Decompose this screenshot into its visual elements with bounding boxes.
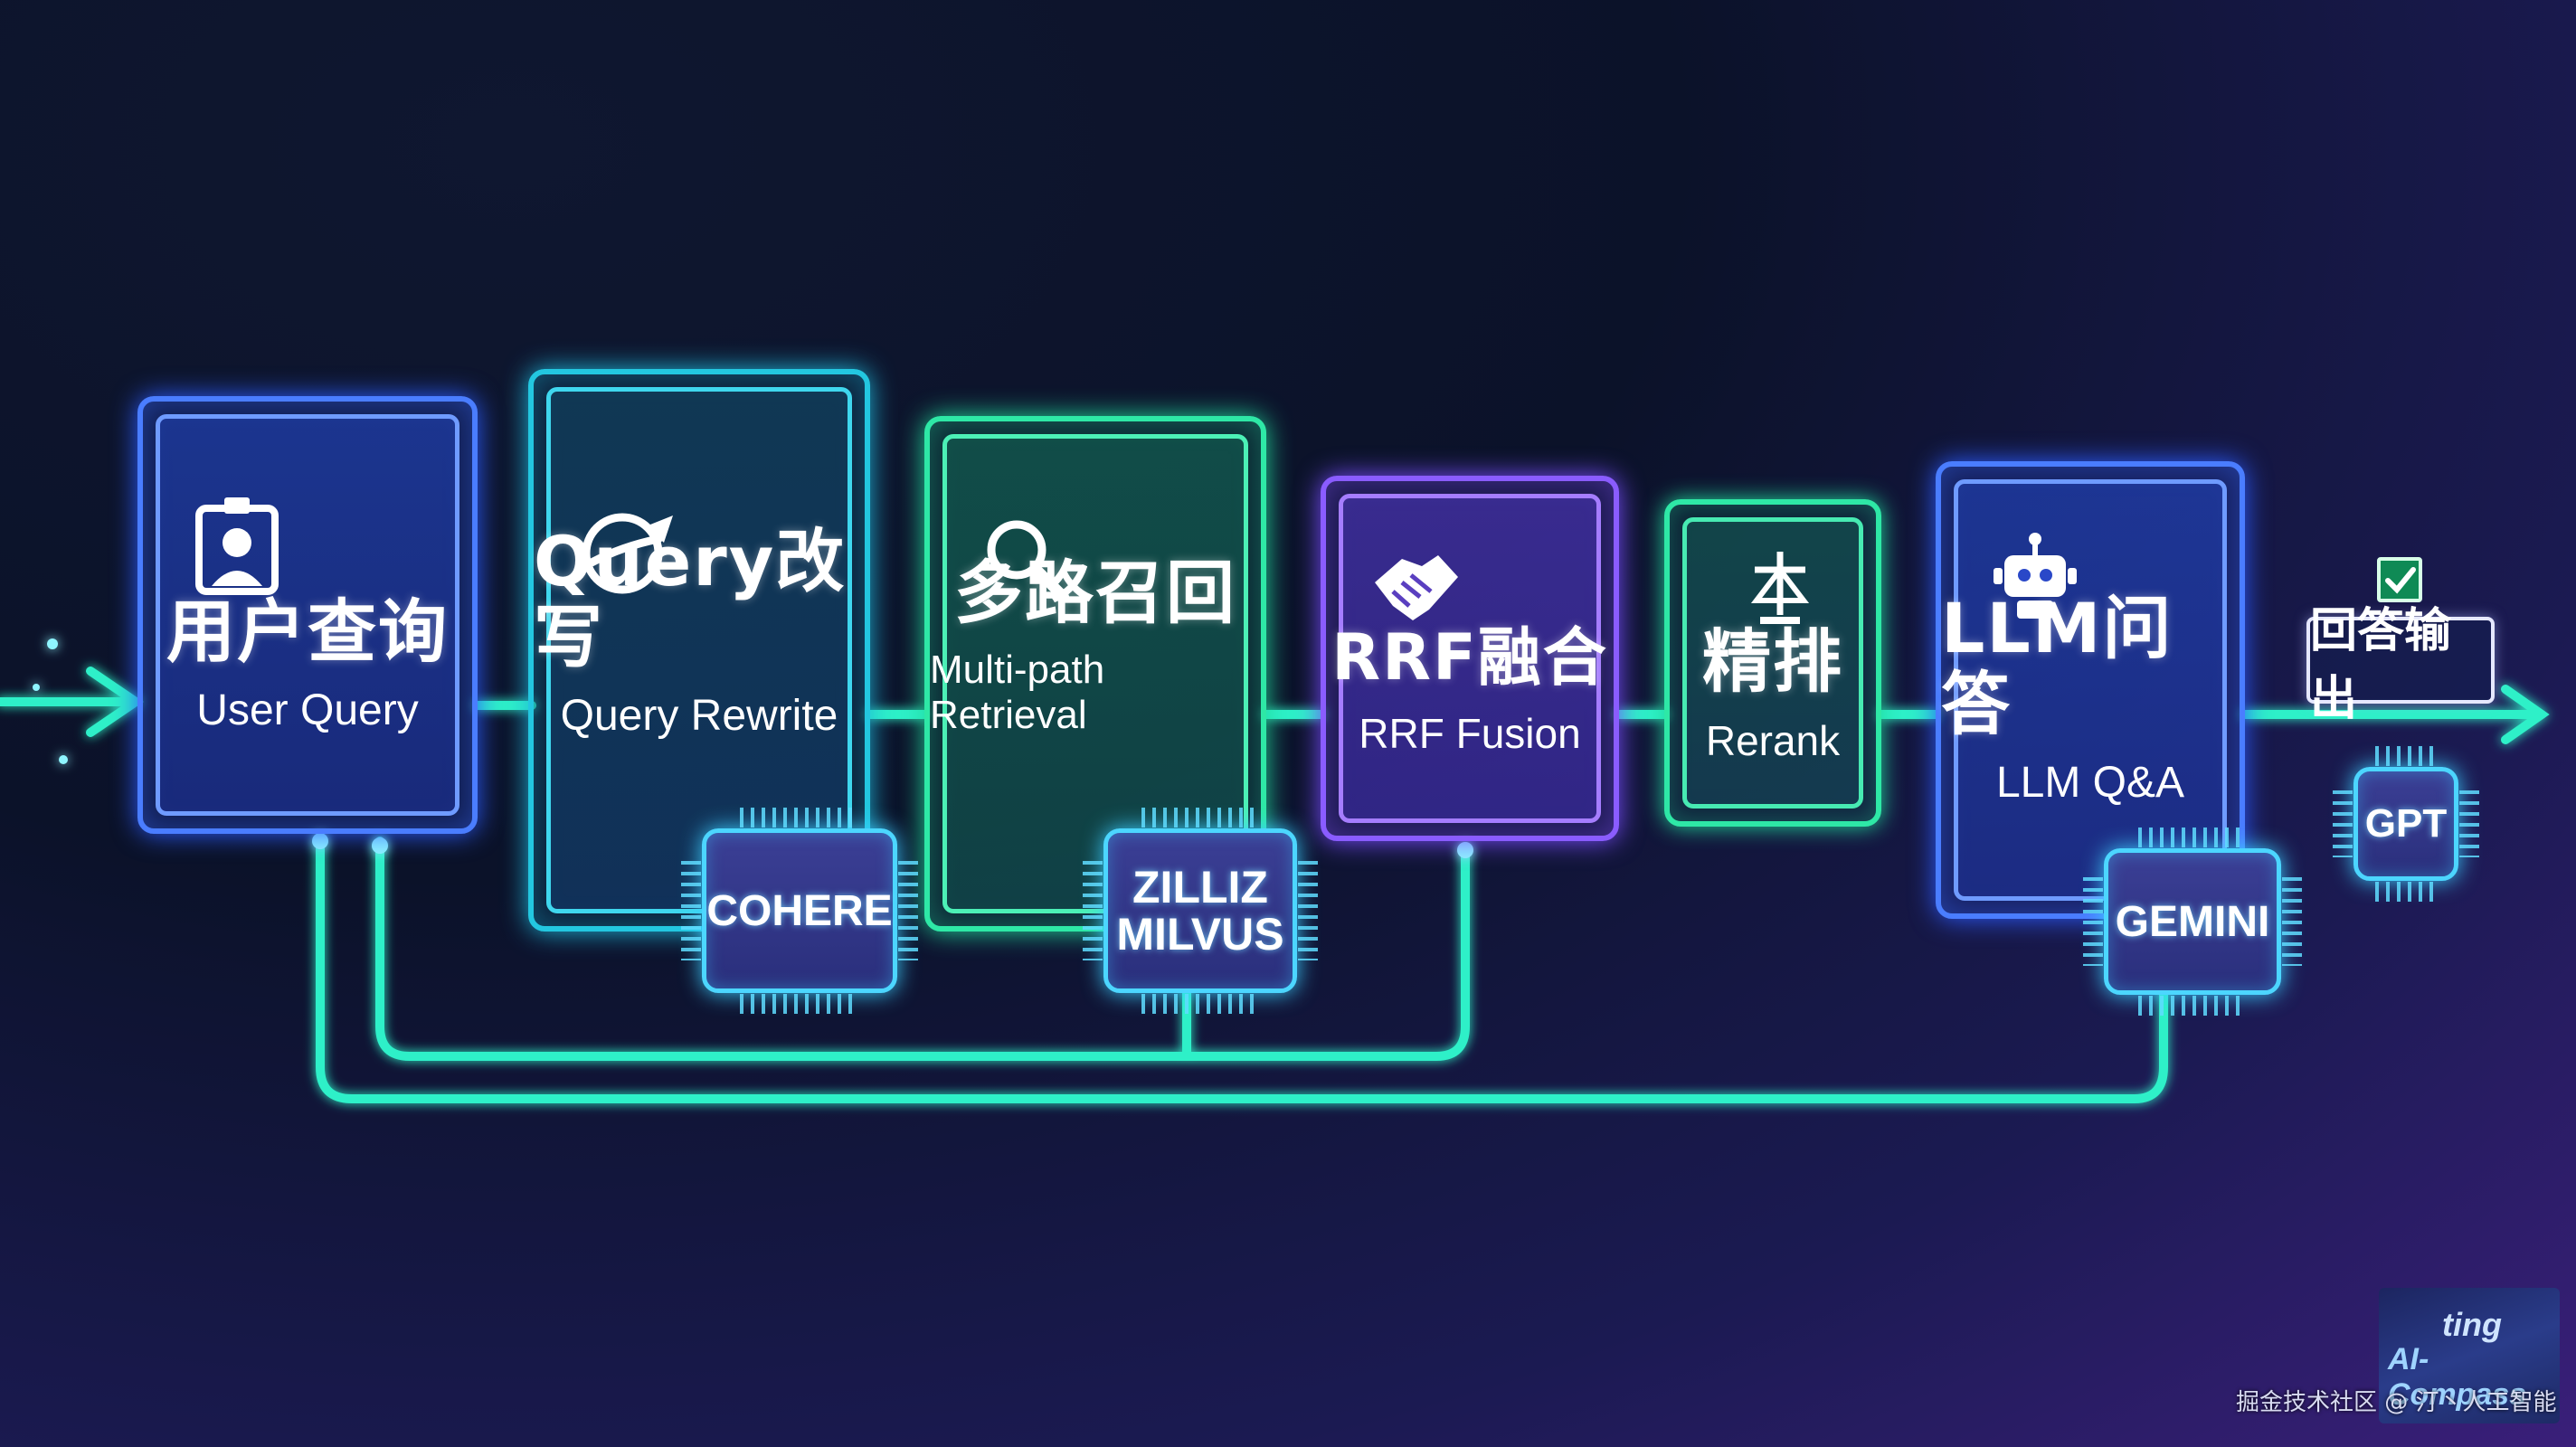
balance-scale-icon xyxy=(1744,546,1816,631)
node-multi-path-retrieval: 多路召回 Multi-path Retrieval xyxy=(924,416,1266,932)
node-title-zh: LLM问答 xyxy=(1941,587,2174,744)
search-icon xyxy=(980,514,1071,608)
chip-cohere: COHERE xyxy=(681,808,918,1014)
node-title-zh: 多路召回 xyxy=(954,553,1236,634)
chip-gpt: GPT xyxy=(2333,746,2479,902)
node-llm-qa: LLM问答 LLM Q&A xyxy=(1936,461,2245,919)
robot-icon xyxy=(1992,532,2079,626)
logo-text-ai-compass: AI-Compass xyxy=(2388,1342,2527,1412)
handshake-icon xyxy=(1366,546,1465,631)
node-title-en: User Query xyxy=(196,686,419,735)
answer-output-label: 回答输出 xyxy=(2306,604,2495,726)
node-title-zh: RRF融合 xyxy=(1331,619,1608,695)
node-rerank: 精排 Rerank xyxy=(1664,499,1881,827)
node-rrf-fusion: RRF融合 RRF Fusion xyxy=(1321,476,1619,841)
node-title-en: LLM Q&A xyxy=(1995,759,2185,808)
node-title-en: Multi-path Retrieval xyxy=(930,647,1105,737)
chip-gemini: GEMINI xyxy=(2083,828,2302,1016)
node-title-en: Rerank xyxy=(1705,716,1841,764)
loop-outer xyxy=(316,837,2168,1103)
node-title-en: RRF Fusion xyxy=(1359,709,1581,757)
check-icon xyxy=(2377,557,2422,602)
node-user-query: 用户查询 User Query xyxy=(137,396,478,834)
node-title-zh: 精排 xyxy=(1702,621,1843,703)
node-title-zh: 用户查询 xyxy=(166,591,449,672)
chip-label: COHERE xyxy=(706,886,893,935)
chip-label: GPT xyxy=(2364,801,2448,846)
logo-text-ting: ting xyxy=(2442,1306,2502,1343)
ai-compass-logo: ting AI-Compass xyxy=(2379,1288,2560,1423)
chip-label-line1: ZILLIZ xyxy=(1132,861,1268,913)
rewrite-globe-icon xyxy=(579,506,678,601)
chip-label: GEMINI xyxy=(2115,897,2270,946)
node-title-en: Query Rewrite xyxy=(560,692,838,741)
chip-zilliz-milvus: ZILLIZ MILVUS xyxy=(1083,808,1318,1014)
watermark-text: 掘金技术社区 @ 汀丶人工智能 xyxy=(2236,1389,2557,1416)
chip-label-line2: MILVUS xyxy=(1116,909,1284,960)
node-title-zh: Query改写 xyxy=(534,520,847,677)
loop-inner xyxy=(375,837,1470,1061)
person-badge-icon xyxy=(194,496,280,601)
